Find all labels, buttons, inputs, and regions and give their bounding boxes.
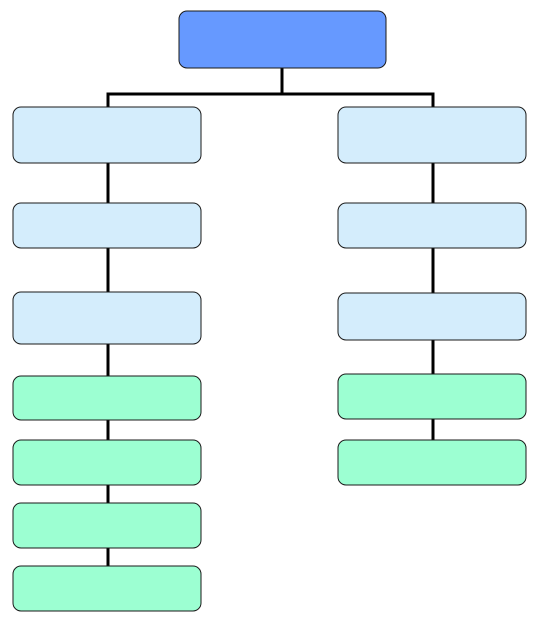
right-node-2 xyxy=(337,202,527,249)
left-node-4-box xyxy=(12,375,202,421)
left-node-1-box xyxy=(12,106,202,164)
left-node-1 xyxy=(12,106,202,164)
right-node-4-box xyxy=(337,373,527,420)
right-node-3-box xyxy=(337,292,527,341)
left-node-5 xyxy=(12,439,202,486)
left-node-4 xyxy=(12,375,202,421)
root-node xyxy=(178,10,387,69)
right-node-5 xyxy=(337,439,527,486)
root-node-box xyxy=(178,10,387,69)
right-node-1 xyxy=(337,106,527,164)
left-node-7 xyxy=(12,565,202,612)
right-node-4 xyxy=(337,373,527,420)
left-node-7-box xyxy=(12,565,202,612)
right-node-2-box xyxy=(337,202,527,249)
left-node-6-box xyxy=(12,502,202,549)
left-node-3-box xyxy=(12,291,202,345)
connector-lines xyxy=(106,66,435,568)
org-chart-nodes xyxy=(12,10,527,612)
right-node-1-box xyxy=(337,106,527,164)
left-node-6 xyxy=(12,502,202,549)
left-node-3 xyxy=(12,291,202,345)
left-node-2-box xyxy=(12,202,202,249)
left-node-2 xyxy=(12,202,202,249)
right-node-5-box xyxy=(337,439,527,486)
left-node-5-box xyxy=(12,439,202,486)
right-node-3 xyxy=(337,292,527,341)
